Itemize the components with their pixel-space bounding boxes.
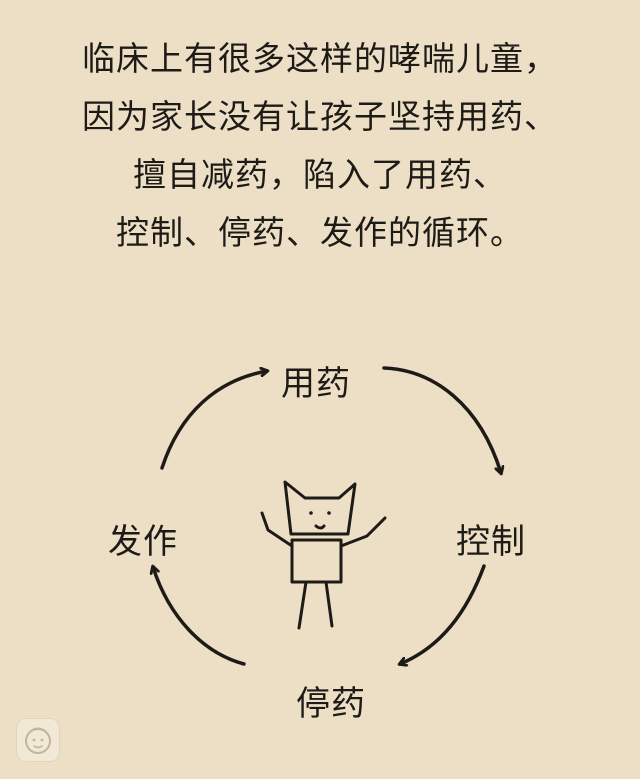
cycle-node-stop-medicine: 停药: [296, 684, 366, 724]
cycle-node-control: 控制: [456, 522, 526, 562]
headline-line-2: 因为家长没有让孩子坚持用药、: [82, 97, 558, 136]
watermark-baby-face-icon: [16, 718, 60, 762]
arrow-use-to-control: [382, 366, 501, 473]
arrow-stop-to-attack: [153, 567, 246, 666]
headline-line-4: 控制、停药、发作的循环。: [116, 213, 524, 252]
headline-line-3: 擅自减药，陷入了用药、: [133, 155, 507, 194]
cycle-node-attack: 发作: [108, 522, 178, 562]
watermark: [16, 716, 166, 764]
headline-line-1: 临床上有很多这样的哮喘儿童，: [82, 39, 558, 78]
arrow-attack-to-use: [160, 371, 267, 470]
arrow-control-to-stop: [400, 564, 486, 664]
stick-figure-child-icon: [260, 480, 387, 630]
cycle-node-use-medicine: 用药: [281, 364, 351, 404]
headline: 临床上有很多这样的哮喘儿童， 因为家长没有让孩子坚持用药、 擅自减药，陷入了用药…: [20, 30, 620, 262]
